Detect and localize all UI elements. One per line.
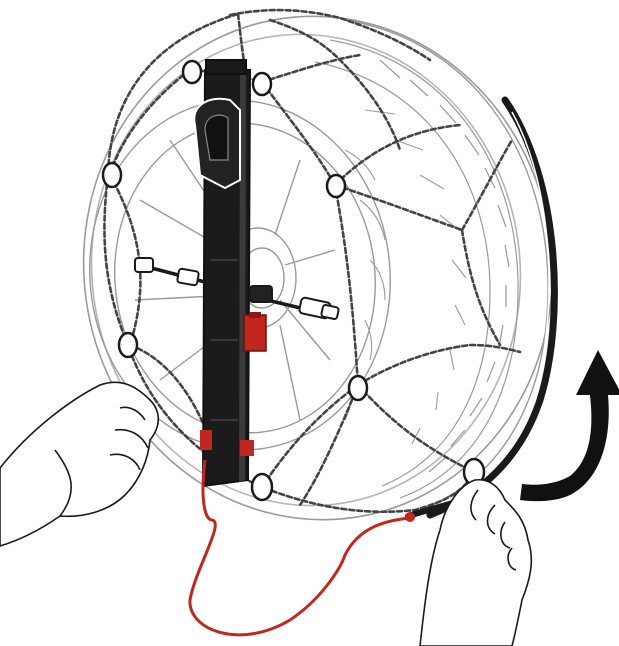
rotation-arrow	[520, 350, 619, 501]
left-hand	[0, 382, 158, 546]
chain-ring	[103, 163, 121, 187]
tire-outer-edge	[430, 100, 554, 515]
snow-chain	[104, 10, 520, 512]
chain-ring	[349, 376, 367, 400]
chain-ring	[119, 333, 137, 357]
chain-ring	[327, 175, 345, 197]
red-lower-clip	[200, 430, 212, 450]
chain-rings	[103, 61, 484, 500]
tension-cable	[190, 460, 410, 635]
red-tensioner	[244, 315, 266, 351]
chain-ring	[252, 474, 272, 500]
chain-ring	[253, 73, 271, 95]
chain-ring	[183, 61, 201, 83]
